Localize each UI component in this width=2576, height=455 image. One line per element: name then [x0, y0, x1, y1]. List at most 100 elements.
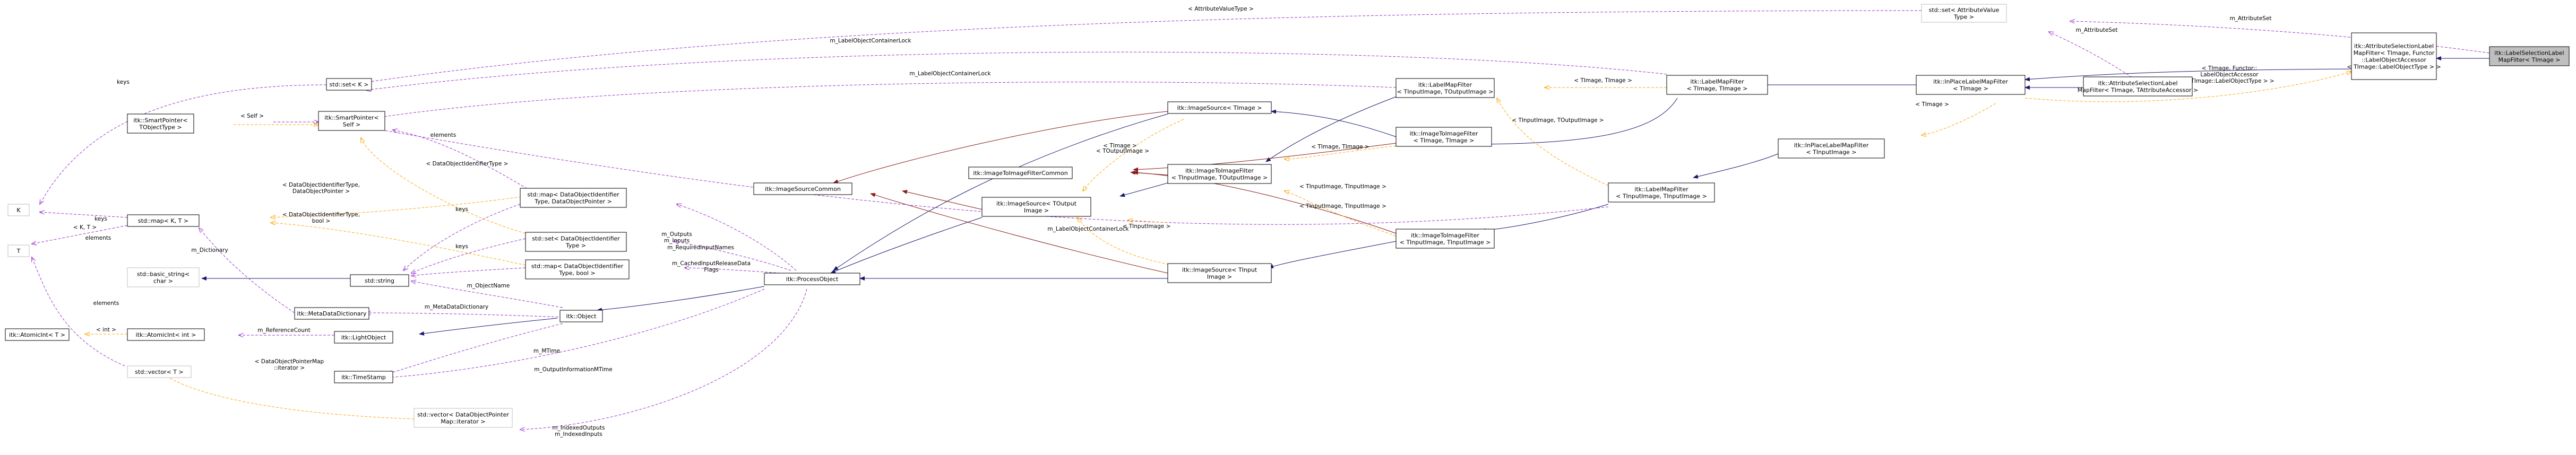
node-box	[5, 328, 70, 341]
node-box	[559, 310, 603, 322]
node-inplace-label-map-filter-tin[interactable]: itk::InPlaceLabelMapFilter< TInputImage …	[1778, 138, 1885, 159]
node-label: Type >	[1953, 14, 1974, 21]
node-label: itk::ImageToImageFilterCommon	[973, 170, 1067, 177]
edge-usage-string-keys3	[411, 267, 526, 276]
edge-inherit-imgtoimgtintout-imgsrctout	[1119, 182, 1168, 197]
edge-label-line: keys	[455, 243, 468, 250]
edge-label: < TImage, Functor::LabelObjectAccessor< …	[2184, 65, 2274, 84]
edge-label-line: < TImage::LabelObjectType > >	[2184, 78, 2274, 84]
edge-label-line: m_Dictionary	[191, 247, 228, 253]
node-time-stamp[interactable]: itk::TimeStamp	[334, 371, 393, 383]
edge-tpl-map-dop	[271, 196, 526, 217]
edge-label: < int >	[96, 327, 116, 333]
edge-label: < TOutputImage >	[1096, 148, 1149, 154]
node-std-vector-t[interactable]: std::vector< T >	[127, 365, 192, 378]
node-box	[334, 371, 393, 383]
node-label: TObjectType >	[139, 124, 182, 131]
edge-labels: < AttributeValueType > m_AttributeSet m_…	[73, 6, 2275, 438]
node-std-set-doi[interactable]: std::set< DataObjectIdentifierType >	[525, 232, 627, 252]
edge-common-imgsrctout	[902, 190, 983, 210]
node-box	[2083, 76, 2193, 97]
node-std-map-doi-dop[interactable]: std::map< DataObjectIdentifierType, Data…	[520, 188, 627, 208]
node-std-map-doi-bool[interactable]: std::map< DataObjectIdentifierType, bool…	[525, 259, 630, 279]
node-t[interactable]: T	[7, 244, 30, 257]
node-image-to-image-filter-timage[interactable]: itk::ImageToImageFilter< TImage, TImage …	[1395, 127, 1492, 147]
edge-tpl-vector-dop	[159, 371, 415, 419]
node-image-source-timage[interactable]: itk::ImageSource< TImage >	[1167, 101, 1272, 114]
node-image-source-common[interactable]: itk::ImageSourceCommon	[753, 182, 852, 195]
node-label-map-filter-tin-tout[interactable]: itk::LabelMapFilter< TInputImage, TOutpu…	[1395, 78, 1495, 98]
node-light-object[interactable]: itk::LightObject	[334, 331, 393, 344]
node-label: Type, DataObjectPointer >	[534, 198, 612, 205]
node-box	[127, 113, 194, 134]
node-image-to-image-filter-tin-tin[interactable]: itk::ImageToImageFilter< TInputImage, TI…	[1395, 229, 1495, 249]
edge-label-line: m_MetaDataDictionary	[425, 304, 488, 310]
edge-label-line: < Self >	[240, 113, 264, 119]
node-label: MapFilter< TImage, TAttributeAccessor >	[2078, 87, 2198, 94]
node-image-source-tinput[interactable]: itk::ImageSource< TInputImage >	[1167, 263, 1272, 283]
node-label: itk::AtomicInt< int >	[136, 331, 196, 338]
node-box	[413, 408, 513, 428]
node-std-set-attribute-value-type[interactable]: std::set< AttributeValueType >	[1921, 4, 2007, 23]
node-image-to-image-filter-tin-tout[interactable]: itk::ImageToImageFilter< TInputImage, TO…	[1167, 164, 1272, 184]
node-std-map-k-t[interactable]: std::map< K, T >	[127, 214, 200, 227]
node-std-basic-string[interactable]: std::basic_string<char >	[127, 267, 200, 287]
node-label: Map::iterator >	[441, 418, 485, 425]
edge-label-line: < DataObjectPointerMap	[255, 358, 324, 365]
edge-inherit-labelmap-imgtoimg	[1480, 98, 1678, 146]
edge-label: < TImage, TImage >	[1574, 77, 1632, 84]
node-inplace-label-map-filter-timage[interactable]: itk::InPlaceLabelMapFilter< TImage >	[1916, 75, 2026, 95]
edge-inherit-inplacetin-labelmaptintin	[1693, 153, 1779, 179]
node-std-string[interactable]: std::string	[350, 274, 409, 287]
node-label: itk::LabelMapFilter	[1418, 82, 1472, 89]
node-process-object[interactable]: itk::ProcessObject	[764, 273, 860, 285]
node-atomic-int-t[interactable]: itk::AtomicInt< T >	[5, 328, 70, 341]
edge-label-line: m_LabelObjectContainerLock	[1047, 226, 1129, 232]
node-label-map-filter-timage[interactable]: itk::LabelMapFilter< TImage, TImage >	[1666, 75, 1768, 95]
node-label: itk::LabelMapFilter	[1690, 78, 1744, 85]
edge-label: m_LabelObjectContainerLock	[909, 71, 991, 77]
edge-usage-outputinfo	[387, 288, 765, 378]
edge-label: m_LabelObjectContainerLock	[830, 38, 911, 44]
node-label: Type >	[565, 242, 586, 249]
node-std-set-k[interactable]: std::set< K >	[326, 78, 372, 91]
edge-label-line: m_LabelObjectContainerLock	[909, 71, 991, 77]
node-label: std::vector< T >	[135, 369, 183, 375]
node-box	[2351, 32, 2437, 80]
edge-usage-attrset-attrsel	[2049, 32, 2140, 83]
node-meta-data-dictionary[interactable]: itk::MetaDataDictionary	[294, 307, 369, 320]
node-label-map-filter-tin-tin[interactable]: itk::LabelMapFilter< TInputImage, TInput…	[1608, 182, 1715, 203]
node-label: < TImage::LabelObjectType > >	[2347, 64, 2441, 71]
node-label: itk::LabelSelectionLabel	[2494, 50, 2564, 57]
node-label: < TImage >	[1953, 85, 1988, 92]
node-box	[525, 259, 630, 279]
edge-tpl-labelmap-tin-tin	[1497, 98, 1609, 186]
edge-label-line: < TOutputImage >	[1096, 148, 1149, 154]
node-atomic-int-int[interactable]: itk::AtomicInt< int >	[127, 328, 205, 341]
node-box	[127, 328, 205, 341]
node-k[interactable]: K	[7, 204, 30, 216]
node-label: itk::MetaDataDictionary	[297, 310, 367, 317]
edge-label: m_ObjectName	[467, 283, 510, 289]
node-image-to-image-filter-common[interactable]: itk::ImageToImageFilterCommon	[968, 167, 1073, 179]
node-smart-pointer-tobject[interactable]: itk::SmartPointer<TObjectType >	[127, 113, 194, 134]
edge-tpl-map-bool	[271, 223, 526, 266]
edge-label-line: m_ObjectName	[467, 283, 510, 289]
node-box	[981, 197, 1091, 217]
node-std-vector-dop-map-iterator[interactable]: std::vector< DataObjectPointerMap::itera…	[413, 408, 513, 428]
edge-label: < DataObjectIdentifierType >	[426, 161, 509, 167]
edge-filtercommon-timage	[1133, 143, 1397, 172]
node-smart-pointer-self[interactable]: itk::SmartPointer<Self >	[318, 111, 385, 131]
node-box	[127, 365, 192, 378]
edge-label-line: < DataObjectIdentifierType,	[282, 182, 360, 188]
node-object[interactable]: itk::Object	[559, 310, 603, 322]
edge-label: m_RequiredInputNames	[667, 244, 734, 251]
edge-label: m_AttributeSet	[2229, 15, 2271, 22]
node-label: < TInputImage, TInputImage >	[1400, 239, 1491, 246]
node-image-source-toutput[interactable]: itk::ImageSource< TOutputImage >	[981, 197, 1091, 217]
edge-label-line: m_MTime	[533, 348, 560, 354]
